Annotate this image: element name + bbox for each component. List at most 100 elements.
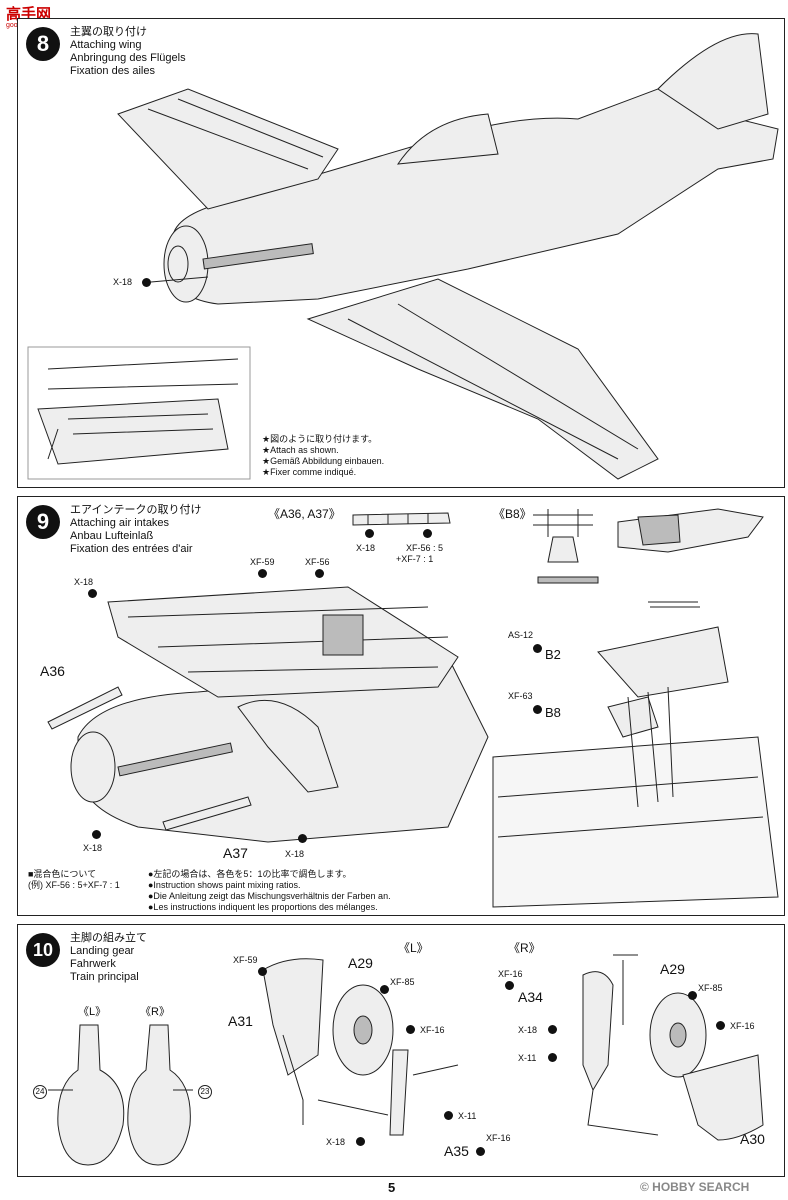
step9-xf56: XF-56 (305, 557, 330, 567)
step9-x18-b-marker (88, 589, 97, 598)
step9-mix-note-fr: ●Les instructions indiquent les proporti… (148, 902, 378, 912)
step10-number: 10 (26, 933, 60, 967)
step10-R-a29: A29 (660, 961, 685, 977)
step8-title-jp: 主翼の取り付け (70, 26, 147, 38)
step10-R-x11-marker (548, 1053, 557, 1062)
step9-title-jp: エアインテークの取り付け (70, 504, 202, 516)
step9-xf59: XF-59 (250, 557, 275, 567)
step9-mix-example: (例) XF-56 : 5+XF-7 : 1 (28, 880, 120, 890)
step9-x18-c: X-18 (83, 843, 103, 853)
step10-L-x11: X-11 (458, 1111, 477, 1121)
step10-R-xf16-marker (505, 981, 514, 990)
step9-callout-a36a37: 《A36, A37》 (268, 507, 341, 521)
watermark: © HOBBY SEARCH (640, 1180, 750, 1194)
step9-as12: AS-12 (508, 630, 534, 640)
step8-title-en: Attaching wing (70, 39, 142, 51)
step10-L-xf85-marker (380, 985, 389, 994)
step9-title: エアインテークの取り付け Attaching air intakes Anbau… (70, 504, 201, 556)
step9-x18-b: X-18 (74, 577, 94, 587)
step10-L-xf59: XF-59 (233, 955, 258, 965)
step10-R-x11: X-11 (518, 1053, 537, 1063)
step10-L-xf16: XF-16 (420, 1025, 445, 1035)
step9-callout-b8: 《B8》 (493, 507, 532, 521)
step9-x18-a-marker (365, 529, 374, 538)
step10-L-x18-marker (356, 1137, 365, 1146)
step10-L-a35-marker (476, 1147, 485, 1156)
step9-mix-info: ■混合色について (例) XF-56 : 5+XF-7 : 1 (28, 869, 120, 891)
step10-R-x18-marker (548, 1025, 557, 1034)
step8-title: 主翼の取り付け Attaching wing Anbringung des Fl… (70, 26, 186, 78)
step8-note-jp: ★図のように取り付けます。 (262, 434, 378, 444)
step8-x18-label: X-18 (113, 277, 133, 287)
step10-L-a35: A35 (444, 1143, 469, 1159)
step9-xf56-marker (315, 569, 324, 578)
step9-xf59-marker (258, 569, 267, 578)
step8-note-de: ★Gemäß Abbildung einbauen. (262, 456, 385, 466)
step9-panel: 9 エアインテークの取り付け Attaching air intakes Anb… (17, 496, 785, 916)
step9-b2: B2 (545, 647, 561, 662)
step10-L-a29: A29 (348, 955, 373, 971)
step8-title-de: Anbringung des Flügels (70, 52, 186, 64)
step10-L-xf16-marker (406, 1025, 415, 1034)
step10-title: 主脚の組み立て Landing gear Fahrwerk Train prin… (70, 932, 147, 984)
step9-xf56-mix-2: +XF-7 : 1 (396, 554, 434, 564)
step10-tag-24: 24 (33, 1085, 47, 1099)
step8-aircraft-drawing (27, 33, 779, 480)
step10-L-header: 《L》 (398, 941, 429, 955)
step10-panel: 10 主脚の組み立て Landing gear Fahrwerk Train p… (17, 924, 785, 1177)
step10-R-xf85: XF-85 (698, 983, 723, 993)
step9-xf56-mix-1: XF-56 : 5 (406, 543, 444, 553)
step10-R-xf85-marker (688, 991, 697, 1000)
step9-a36: A36 (40, 663, 65, 679)
step10-title-de: Fahrwerk (70, 958, 116, 970)
step10-left-L: 《L》 (78, 1006, 107, 1018)
step8-title-fr: Fixation des ailes (70, 65, 155, 77)
page-number: 5 (388, 1180, 396, 1195)
step9-title-fr: Fixation des entrées d'air (70, 543, 193, 555)
step9-drawing (47, 508, 779, 908)
step8-number: 8 (26, 27, 60, 61)
step10-title-jp: 主脚の組み立て (70, 932, 147, 944)
step10-R-xf16b: XF-16 (730, 1021, 755, 1031)
step9-as12-marker (533, 644, 542, 653)
step10-R-xf16b-marker (716, 1021, 725, 1030)
step9-title-de: Anbau Lufteinlaß (70, 530, 154, 542)
step9-mix-notes: ●左記の場合は、各色を5：1の比率で調色します。 ●Instruction sh… (148, 869, 391, 913)
step10-R-xf16: XF-16 (498, 969, 523, 979)
step10-R-a30: A30 (740, 1131, 765, 1147)
step10-L-xf16b: XF-16 (486, 1133, 511, 1143)
step10-L-x18: X-18 (326, 1137, 346, 1147)
step9-a37: A37 (223, 845, 248, 861)
step9-x18-d: X-18 (285, 849, 305, 859)
step10-left-R: 《R》 (140, 1006, 170, 1018)
step10-R-header: 《R》 (508, 941, 541, 955)
step8-panel: 8 主翼の取り付け Attaching wing Anbringung des … (17, 18, 785, 488)
step9-x18-a: X-18 (356, 543, 376, 553)
step9-xf63-marker (533, 705, 542, 714)
step9-mix-note-de: ●Die Anleitung zeigt das Mischungsverhäl… (148, 891, 391, 901)
step9-xf56-mix-marker (423, 529, 432, 538)
step10-title-fr: Train principal (70, 971, 139, 983)
step8-x18-marker (142, 278, 151, 287)
step9-b8: B8 (545, 705, 561, 720)
step10-R-a34: A34 (518, 989, 543, 1005)
step10-tag-23: 23 (198, 1085, 212, 1099)
step10-drawing (48, 954, 764, 1166)
step10-title-en: Landing gear (70, 945, 135, 957)
step9-mix-note-jp: ●左記の場合は、各色を5：1の比率で調色します。 (148, 869, 352, 879)
step9-mix-note-en: ●Instruction shows paint mixing ratios. (148, 880, 301, 890)
step9-title-en: Attaching air intakes (70, 517, 170, 529)
step9-number: 9 (26, 505, 60, 539)
step10-R-x18: X-18 (518, 1025, 538, 1035)
step10-L-x11-marker (444, 1111, 453, 1120)
step10-L-xf59-marker (258, 967, 267, 976)
step8-note-en: ★Attach as shown. (262, 445, 339, 455)
step9-x18-c-marker (92, 830, 101, 839)
step10-L-xf85: XF-85 (390, 977, 415, 987)
step9-x18-d-marker (298, 834, 307, 843)
step8-note-fr: ★Fixer comme indiqué. (262, 467, 357, 477)
step9-xf63: XF-63 (508, 691, 533, 701)
step9-mix-title: ■混合色について (28, 869, 97, 879)
step10-L-a31: A31 (228, 1013, 253, 1029)
step8-notes: ★図のように取り付けます。 ★Attach as shown. ★Gemäß A… (262, 434, 384, 478)
